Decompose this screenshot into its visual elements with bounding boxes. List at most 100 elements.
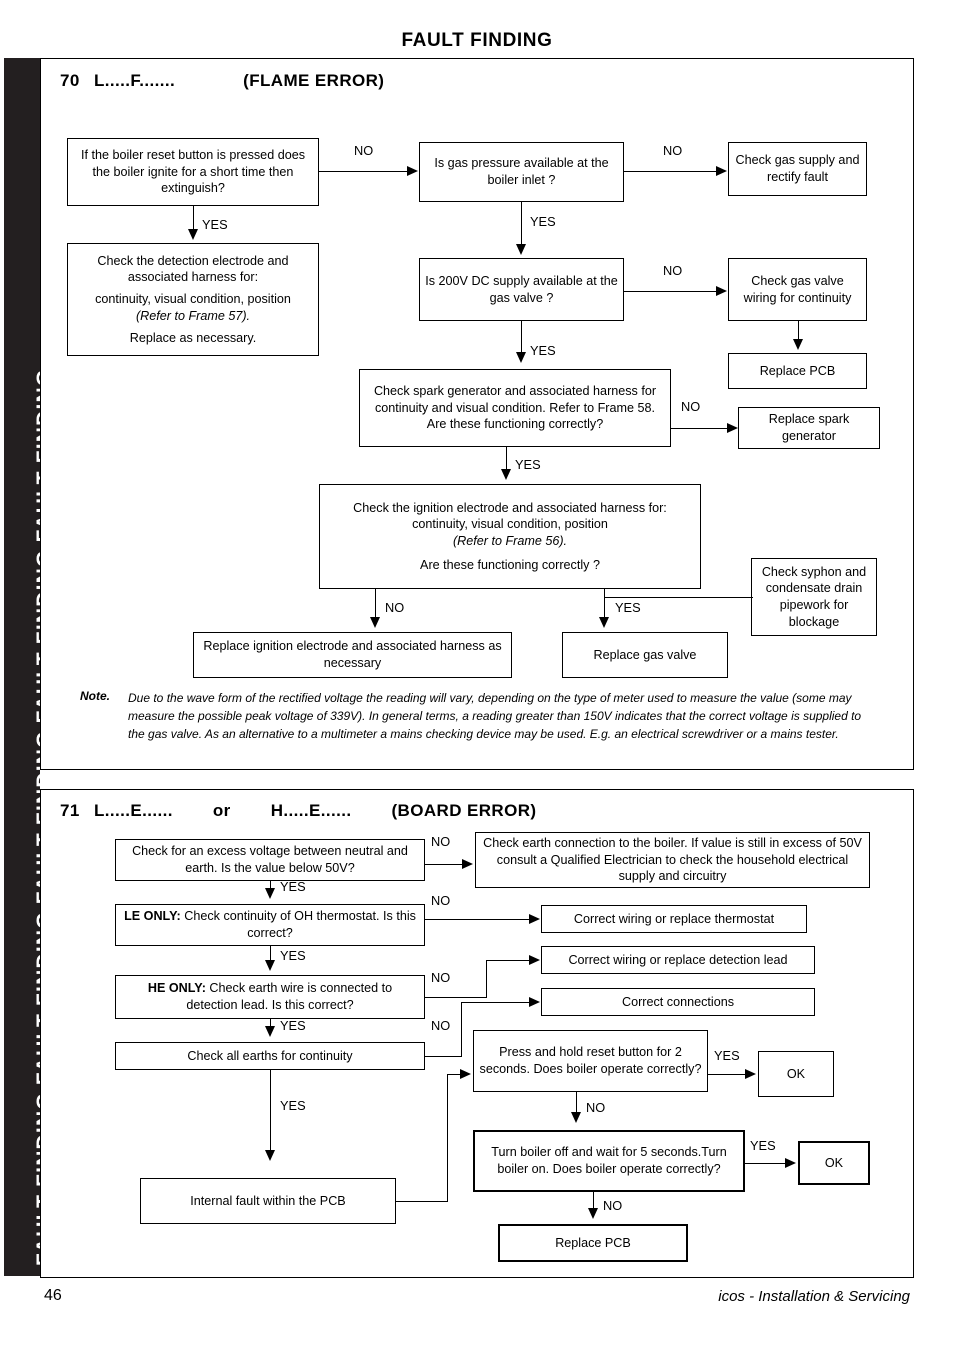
box-reset-button-question: If the boiler reset button is pressed do… <box>67 138 319 206</box>
label-yes-3: YES <box>530 343 556 358</box>
ignition-line4: Are these functioning correctly ? <box>420 557 600 572</box>
label-no-5: NO <box>385 600 405 615</box>
box-gas-pressure-question: Is gas pressure available at the boiler … <box>419 142 624 202</box>
connector-c5-c8 <box>270 1019 271 1028</box>
arrow-c3-c4 <box>529 914 540 924</box>
connector-syphon <box>604 597 753 598</box>
note-text: Due to the wave form of the rectified vo… <box>128 691 862 742</box>
arrow-c14-c9 <box>460 1069 471 1079</box>
connector-c3-c4 <box>425 919 531 920</box>
page-title: FAULT FINDING <box>401 30 553 51</box>
side-tab-label: FAULT FINDING FAULT FINDING FAULT FINDIN… <box>33 368 40 1266</box>
label-71-no-2: NO <box>431 893 451 908</box>
box-correct-wiring-thermostat: Correct wiring or replace thermostat <box>541 905 807 933</box>
label-71-yes-4: YES <box>280 1098 306 1113</box>
connector-c9-c11 <box>576 1092 577 1114</box>
arrow-b3-b5 <box>516 244 526 255</box>
connector-c11-c13 <box>593 1192 594 1210</box>
label-no-4: NO <box>681 399 701 414</box>
label-no-3: NO <box>663 263 683 278</box>
label-71-no-6: NO <box>603 1198 623 1213</box>
label-71-no-1: NO <box>431 834 451 849</box>
box-replace-pcb-70: Replace PCB <box>728 353 867 389</box>
box-he-only-earth-wire: HE ONLY: Check earth wire is connected t… <box>115 975 425 1019</box>
arrow-b1-b2 <box>188 229 198 240</box>
box-check-detection-electrode: Check the detection electrode and associ… <box>67 243 319 356</box>
box-ok-1: OK <box>758 1051 834 1097</box>
box-spark-generator-question: Check spark generator and associated har… <box>359 369 671 447</box>
detection-line1: Check the detection electrode and associ… <box>97 253 289 285</box>
box-200v-dc-question: Is 200V DC supply available at the gas v… <box>419 258 624 321</box>
ignition-line1: Check the ignition electrode and associa… <box>353 500 667 515</box>
frame-71-code2: H.....E...... <box>270 801 352 820</box>
arrow-b10-b11 <box>370 617 380 628</box>
connector-c14-h2 <box>447 1074 462 1075</box>
frame-71-number: 71 <box>60 801 80 820</box>
arrow-b1-b3 <box>407 166 418 176</box>
connector-c1-c3 <box>270 881 271 890</box>
le-only-text: Check continuity of OH thermostat. Is th… <box>180 909 416 940</box>
label-yes-4: YES <box>515 457 541 472</box>
side-tab: FAULT FINDING FAULT FINDING FAULT FINDIN… <box>4 58 40 1276</box>
arrow-b8-b9 <box>727 423 738 433</box>
box-check-all-earths: Check all earths for continuity <box>115 1042 425 1070</box>
box-check-gas-supply: Check gas supply and rectify fault <box>728 142 867 196</box>
le-only-prefix: LE ONLY: <box>124 909 181 924</box>
arrow-b5-b6 <box>716 286 727 296</box>
detection-line2: continuity, visual condition, position <box>95 292 291 307</box>
detection-line3: (Refer to Frame 57). <box>135 308 251 323</box>
frame-71-code1: L.....E...... <box>94 801 173 820</box>
arrow-b8-b10 <box>501 469 511 480</box>
box-replace-ignition-electrode: Replace ignition electrode and associate… <box>193 632 512 678</box>
he-only-text: Check earth wire is connected to detecti… <box>186 981 393 1012</box>
label-no-2: NO <box>663 143 683 158</box>
box-replace-pcb-71: Replace PCB <box>498 1224 688 1262</box>
label-71-yes-1: YES <box>280 879 306 894</box>
connector-c5-c6-h2 <box>486 960 531 961</box>
note-label: Note. <box>80 689 110 703</box>
connector-c3-c5 <box>270 946 271 962</box>
ignition-line2: continuity, visual condition, position <box>412 517 608 532</box>
label-71-no-3: NO <box>431 970 451 985</box>
box-check-gas-valve-wiring: Check gas valve wiring for continuity <box>728 258 867 321</box>
page-number: 46 <box>44 1287 62 1304</box>
arrow-c1-c2 <box>462 859 473 869</box>
box-internal-fault-pcb: Internal fault within the PCB <box>140 1178 396 1224</box>
connector-b10-b11 <box>375 589 376 619</box>
label-71-yes-2: YES <box>280 948 306 963</box>
arrow-c5-c6 <box>529 955 540 965</box>
connector-c5-c6-h1 <box>425 997 487 998</box>
arrow-c1-c3 <box>265 888 275 899</box>
connector-b3-b5 <box>521 202 522 246</box>
connector-b10-b12 <box>604 589 605 619</box>
label-yes-5: YES <box>615 600 641 615</box>
connector-c9-c10 <box>708 1074 747 1075</box>
arrow-c3-c5 <box>265 960 275 971</box>
detection-line4: Replace as necessary. <box>129 330 257 345</box>
box-ignition-electrode-question: Check the ignition electrode and associa… <box>319 484 701 589</box>
connector-c7-h <box>461 1002 531 1003</box>
box-correct-wiring-detection-lead: Correct wiring or replace detection lead <box>541 946 815 974</box>
arrow-c8-c14 <box>265 1150 275 1161</box>
box-check-earth-connection: Check earth connection to the boiler. If… <box>475 832 870 888</box>
label-71-no-5: NO <box>586 1100 606 1115</box>
connector-c14-h1 <box>396 1201 448 1202</box>
box-correct-connections: Correct connections <box>541 988 815 1016</box>
connector-c11-c12 <box>745 1163 787 1164</box>
connector-b1-b3 <box>319 171 409 172</box>
frame-70-number: 70 <box>60 71 80 90</box>
arrow-c9-c10 <box>745 1069 756 1079</box>
frame-71-conj: or <box>212 801 231 820</box>
arrow-c11-c13 <box>588 1208 598 1219</box>
connector-b8-b9 <box>671 428 728 429</box>
connector-c7-v <box>461 1002 462 1031</box>
connector-c14-v <box>447 1074 448 1202</box>
connector-c5-c6-v <box>486 960 487 998</box>
label-71-no-4: NO <box>431 1018 451 1033</box>
label-71-yes-6: YES <box>750 1138 776 1153</box>
connector-b5-b6 <box>624 291 717 292</box>
